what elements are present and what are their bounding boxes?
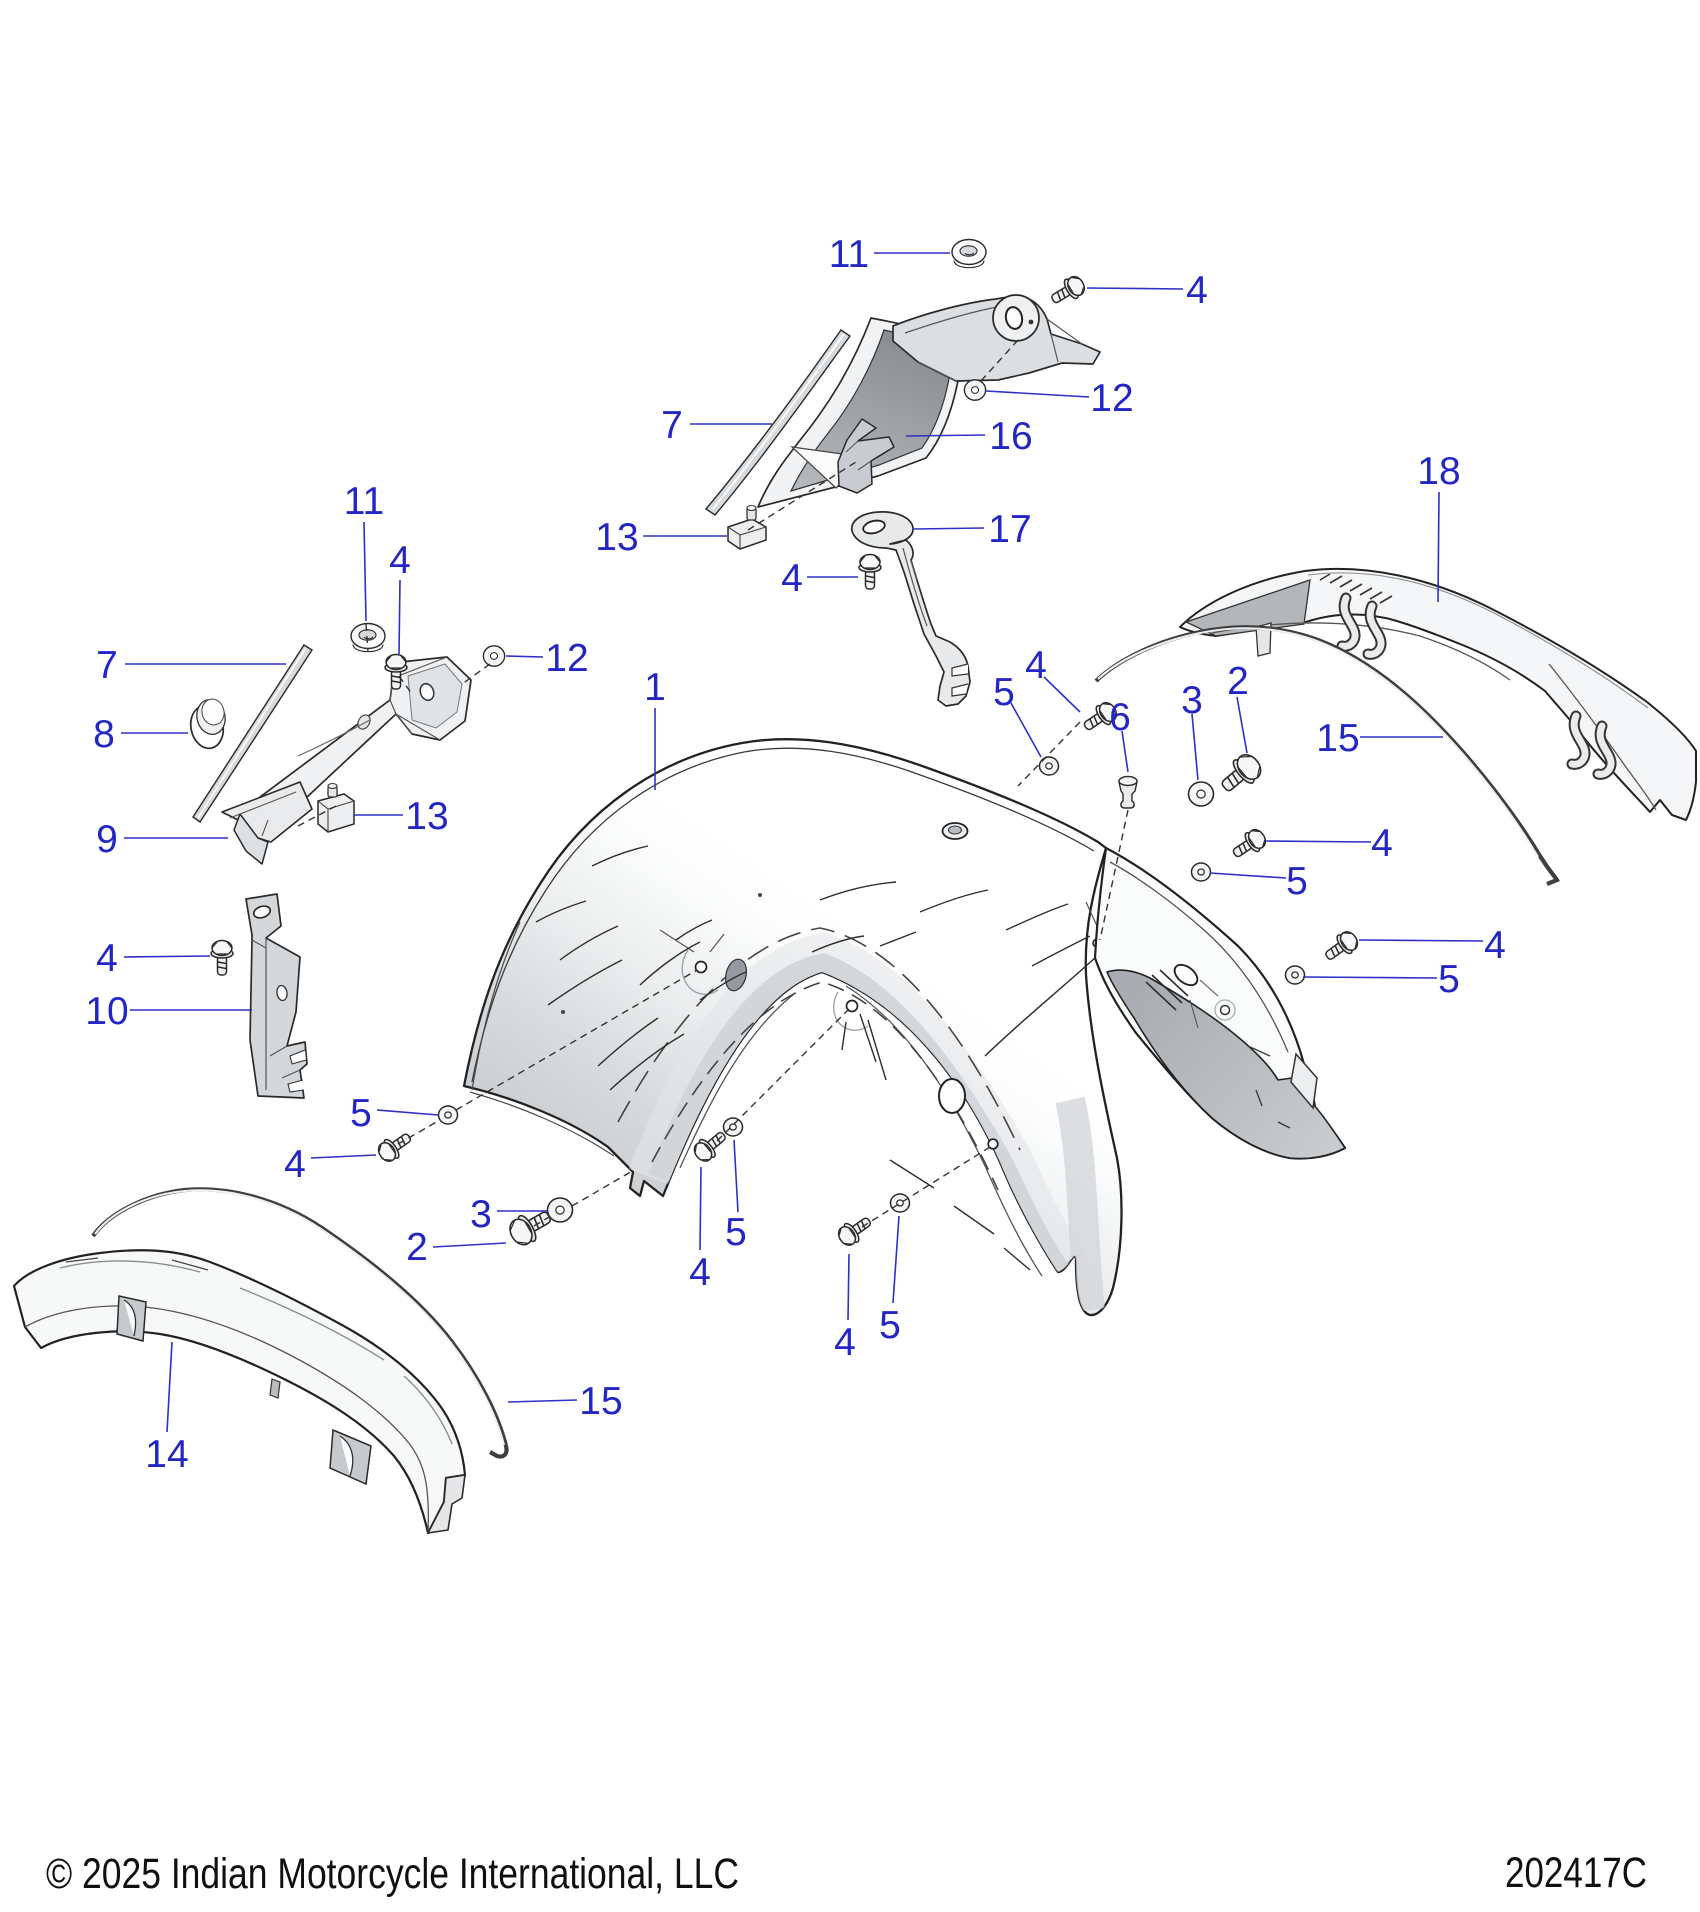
svg-text:1: 1 <box>644 666 666 709</box>
svg-text:9: 9 <box>96 818 118 861</box>
svg-text:4: 4 <box>1371 822 1393 865</box>
svg-text:8: 8 <box>93 713 115 756</box>
svg-text:4: 4 <box>284 1143 306 1186</box>
svg-text:15: 15 <box>579 1380 622 1423</box>
svg-text:13: 13 <box>595 516 638 559</box>
svg-text:© 2025 Indian Motorcycle Inter: © 2025 Indian Motorcycle International, … <box>46 1850 739 1898</box>
svg-text:17: 17 <box>988 508 1031 551</box>
svg-text:6: 6 <box>1109 696 1131 739</box>
svg-text:7: 7 <box>96 644 118 687</box>
svg-text:3: 3 <box>1181 679 1203 722</box>
svg-text:5: 5 <box>879 1304 901 1347</box>
svg-text:4: 4 <box>689 1251 711 1294</box>
svg-text:202417C: 202417C <box>1505 1849 1647 1897</box>
svg-text:4: 4 <box>781 557 803 600</box>
svg-text:2: 2 <box>1227 660 1249 703</box>
svg-text:4: 4 <box>1484 924 1506 967</box>
svg-text:13: 13 <box>405 795 448 838</box>
svg-text:5: 5 <box>725 1211 747 1254</box>
svg-text:4: 4 <box>96 937 118 980</box>
svg-text:4: 4 <box>1186 269 1208 312</box>
svg-text:7: 7 <box>661 404 683 447</box>
svg-text:5: 5 <box>1438 958 1460 1001</box>
svg-text:5: 5 <box>1286 860 1308 903</box>
svg-text:3: 3 <box>470 1193 492 1236</box>
svg-text:16: 16 <box>989 415 1032 458</box>
svg-text:12: 12 <box>545 637 588 680</box>
svg-text:15: 15 <box>1316 717 1359 760</box>
svg-text:2: 2 <box>406 1226 428 1269</box>
svg-text:4: 4 <box>834 1321 856 1364</box>
svg-text:11: 11 <box>344 480 385 523</box>
svg-text:14: 14 <box>145 1433 188 1476</box>
svg-text:18: 18 <box>1417 450 1460 493</box>
svg-text:5: 5 <box>350 1092 372 1135</box>
svg-text:4: 4 <box>389 539 411 582</box>
svg-text:4: 4 <box>1025 644 1047 687</box>
svg-text:12: 12 <box>1090 377 1133 420</box>
svg-text:5: 5 <box>993 671 1015 714</box>
svg-text:10: 10 <box>85 990 128 1033</box>
svg-text:11: 11 <box>829 233 870 276</box>
